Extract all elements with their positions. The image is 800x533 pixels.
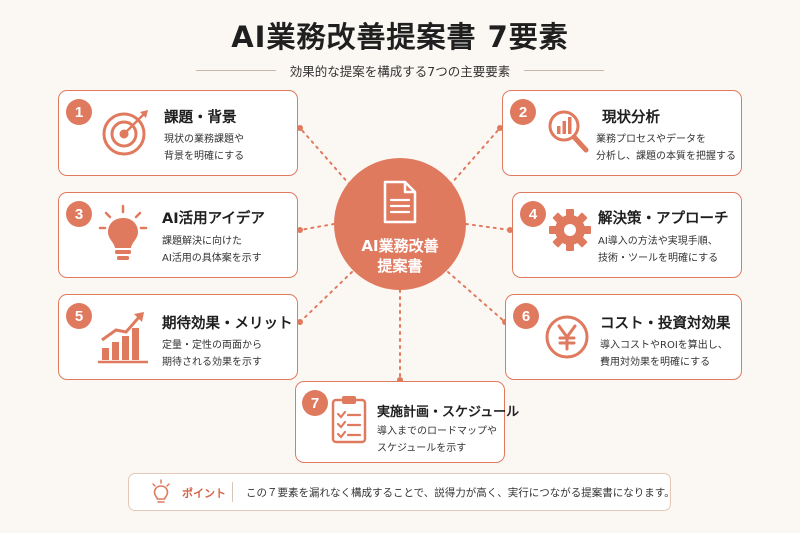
element-desc-5a: 定量・定性の両面から bbox=[162, 340, 262, 351]
element-desc-4a: AI導入の方法や実現手順、 bbox=[598, 236, 718, 247]
element-card-6 bbox=[505, 294, 742, 380]
center-label: AI業務改善 提案書 bbox=[334, 236, 466, 276]
subtitle-divider-left bbox=[195, 69, 276, 71]
point-box bbox=[128, 473, 671, 511]
element-desc-7b: スケジュールを示す bbox=[377, 443, 467, 454]
element-card-2 bbox=[502, 90, 742, 176]
target-icon bbox=[102, 110, 148, 156]
element-title-5: 期待効果・メリット bbox=[162, 316, 293, 332]
document-icon bbox=[383, 180, 417, 224]
element-number-badge-4: 4 bbox=[520, 201, 546, 227]
element-card-5 bbox=[58, 294, 298, 380]
element-number-badge-6: 6 bbox=[513, 303, 539, 329]
element-desc-1a: 現状の業務課題や bbox=[164, 134, 244, 145]
page-subtitle: 効果的な提案を構成する7つの主要要素 bbox=[289, 63, 511, 79]
element-desc-6b: 費用対効果を明確にする bbox=[600, 357, 711, 368]
growth-chart-icon bbox=[98, 312, 148, 364]
center-hub bbox=[334, 158, 466, 290]
checklist-icon bbox=[331, 396, 367, 444]
element-title-7: 実施計画・スケジュール bbox=[377, 405, 520, 420]
point-divider bbox=[232, 482, 233, 502]
element-desc-6a: 導入コストやROIを算出し、 bbox=[600, 340, 728, 351]
element-desc-2b: 分析し、課題の本質を把握する bbox=[596, 151, 736, 162]
element-card-1 bbox=[58, 90, 298, 176]
element-desc-3a: 課題解決に向けた bbox=[162, 236, 242, 247]
element-title-3: AI活用アイデア bbox=[162, 211, 265, 227]
center-label-line1: AI業務改善 bbox=[361, 237, 439, 255]
gear-icon bbox=[549, 209, 591, 251]
element-desc-3b: AI活用の具体案を示す bbox=[162, 253, 262, 264]
element-card-3 bbox=[58, 192, 298, 278]
element-title-1: 課題・背景 bbox=[164, 110, 237, 126]
subtitle-row: 効果的な提案を構成する7つの主要要素 bbox=[0, 60, 800, 80]
lightbulb-icon bbox=[152, 479, 170, 503]
page-title: AI業務改善提案書 7要素 bbox=[231, 20, 569, 54]
subtitle-divider-right bbox=[524, 69, 605, 71]
point-text: この７要素を漏れなく構成することで、説得力が高く、実行につながる提案書になります… bbox=[246, 487, 675, 499]
element-number-badge-3: 3 bbox=[66, 201, 92, 227]
element-desc-7a: 導入までのロードマップや bbox=[377, 426, 497, 437]
element-desc-2a: 業務プロセスやデータを bbox=[596, 134, 706, 145]
element-desc-1b: 背景を明確にする bbox=[164, 151, 245, 162]
element-title-6: コスト・投資対効果 bbox=[600, 316, 731, 332]
analysis-magnifier-icon bbox=[548, 110, 589, 153]
element-title-4: 解決策・アプローチ bbox=[598, 211, 729, 227]
element-number-badge-2: 2 bbox=[510, 99, 536, 125]
center-label-line2: 提案書 bbox=[377, 257, 423, 275]
element-title-2: 現状分析 bbox=[602, 110, 660, 126]
element-desc-5b: 期待される効果を示す bbox=[162, 357, 262, 368]
element-card-7 bbox=[295, 381, 505, 463]
point-label: ポイント bbox=[182, 487, 226, 500]
element-number-badge-7: 7 bbox=[302, 390, 328, 416]
element-desc-4b: 技術・ツールを明確にする bbox=[598, 253, 719, 264]
lightbulb-icon bbox=[98, 204, 148, 260]
element-number-badge-5: 5 bbox=[66, 303, 92, 329]
yen-icon bbox=[545, 315, 589, 359]
element-number-badge-1: 1 bbox=[66, 99, 92, 125]
element-card-4 bbox=[512, 192, 742, 278]
